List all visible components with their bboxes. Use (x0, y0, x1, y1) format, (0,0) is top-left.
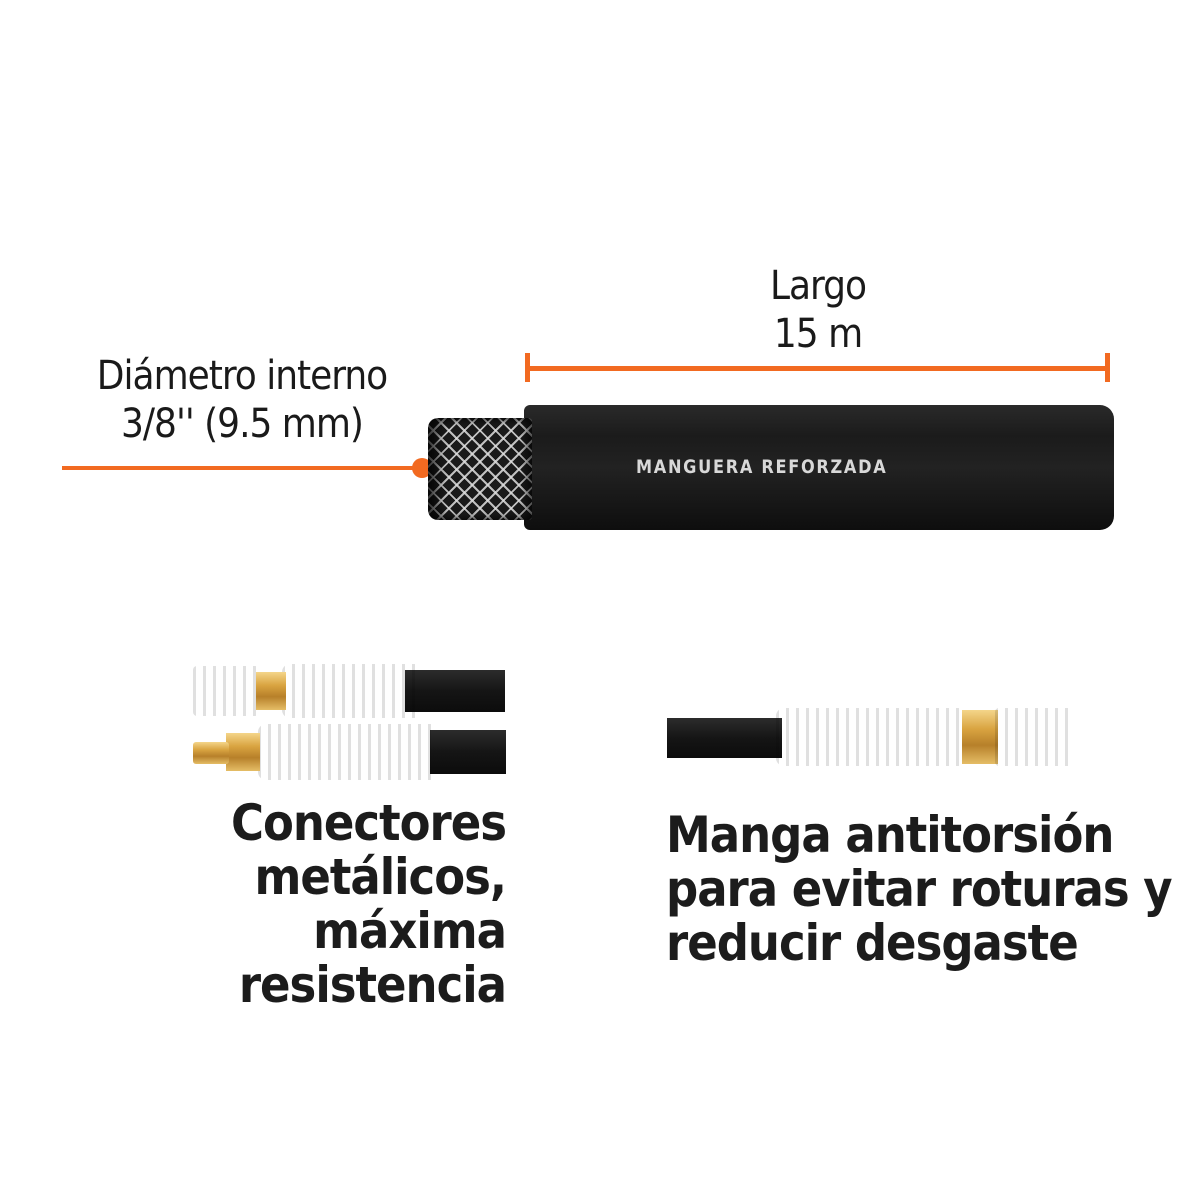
connector-top-hex (256, 672, 286, 710)
diameter-leader-dot (412, 458, 432, 478)
length-dimension-line (527, 366, 1109, 371)
hose-body (524, 405, 1114, 530)
connector-bottom-hex (226, 733, 260, 771)
diameter-value: 3/8'' (9.5 mm) (121, 401, 364, 447)
sleeve-orange (776, 708, 966, 766)
feature-anti-kink-line-2: para evitar roturas y (666, 860, 1173, 918)
feature-connectors-line-2: metálicos, máxima (254, 848, 508, 960)
feature-connectors: Conectores metálicos, máxima resistencia (60, 794, 508, 1014)
length-dimension-tick-left (525, 353, 530, 382)
connector-top-hose (405, 670, 505, 712)
feature-connectors-line-3: resistencia (238, 956, 507, 1014)
feature-anti-kink-line-1: Manga antitorsión (666, 806, 1114, 864)
feature-anti-kink-line-3: reducir desgaste (666, 914, 1079, 972)
connector-bottom-plug (193, 742, 229, 764)
sleeve-coupler (995, 708, 1075, 766)
feature-anti-kink: Manga antitorsión para evitar roturas y … (666, 808, 1186, 970)
diameter-title: Diámetro interno (96, 353, 388, 399)
sleeve-hose (667, 718, 782, 758)
length-value: 15 m (773, 311, 863, 357)
length-label: Largo 15 m (718, 262, 918, 358)
connector-top-sleeve (282, 664, 422, 718)
hose-print-text: MANGUERA REFORZADA (636, 456, 888, 478)
connector-bottom-hose (430, 730, 506, 774)
length-dimension-tick-right (1105, 353, 1110, 382)
length-title: Largo (769, 263, 867, 309)
sleeve-hex (962, 710, 998, 764)
connector-bottom-sleeve (258, 724, 438, 780)
feature-connectors-line-1: Conectores (230, 794, 507, 852)
hose-mesh-reinforcement (428, 418, 532, 520)
connector-top-coupler (193, 666, 259, 716)
diameter-leader-line (62, 466, 420, 470)
diameter-label: Diámetro interno 3/8'' (9.5 mm) (62, 352, 422, 448)
